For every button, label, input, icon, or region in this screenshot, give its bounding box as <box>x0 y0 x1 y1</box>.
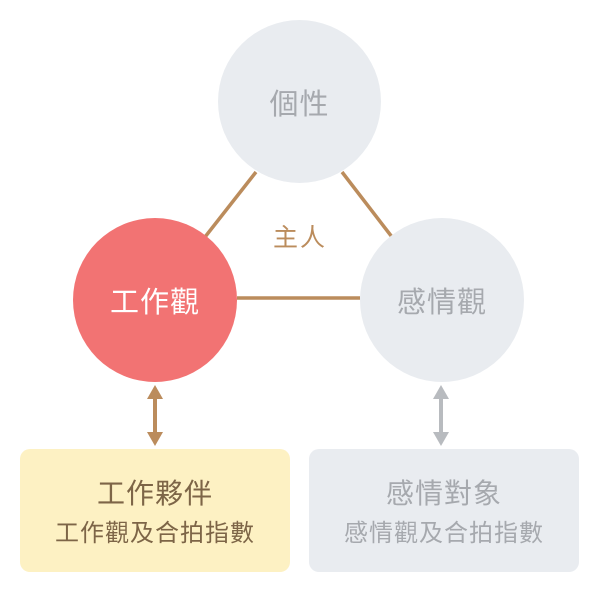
personality-label: 個性 <box>269 86 330 121</box>
work-partner-title: 工作夥伴 <box>96 477 213 510</box>
work-view-label: 工作觀 <box>109 285 200 319</box>
work-view-node: 工作觀 <box>73 218 237 382</box>
love-partner-subtitle: 感情觀及合拍指數 <box>344 519 544 547</box>
love-partner-card: 感情對象 感情觀及合拍指數 <box>309 449 579 572</box>
love-partner-title: 感情對象 <box>385 477 502 510</box>
love-view-node: 感情觀 <box>360 218 524 382</box>
edge-personality-love <box>340 170 394 239</box>
edge-personality-work <box>203 170 258 239</box>
love-double-arrow <box>433 385 449 446</box>
work-double-arrow <box>147 385 163 446</box>
owner-label: 主人 <box>272 223 327 252</box>
work-partner-subtitle: 工作觀及合拍指數 <box>55 519 255 547</box>
work-partner-card: 工作夥伴 工作觀及合拍指數 <box>20 449 290 572</box>
personality-node: 個性 <box>218 20 381 183</box>
love-view-label: 感情觀 <box>396 285 487 319</box>
